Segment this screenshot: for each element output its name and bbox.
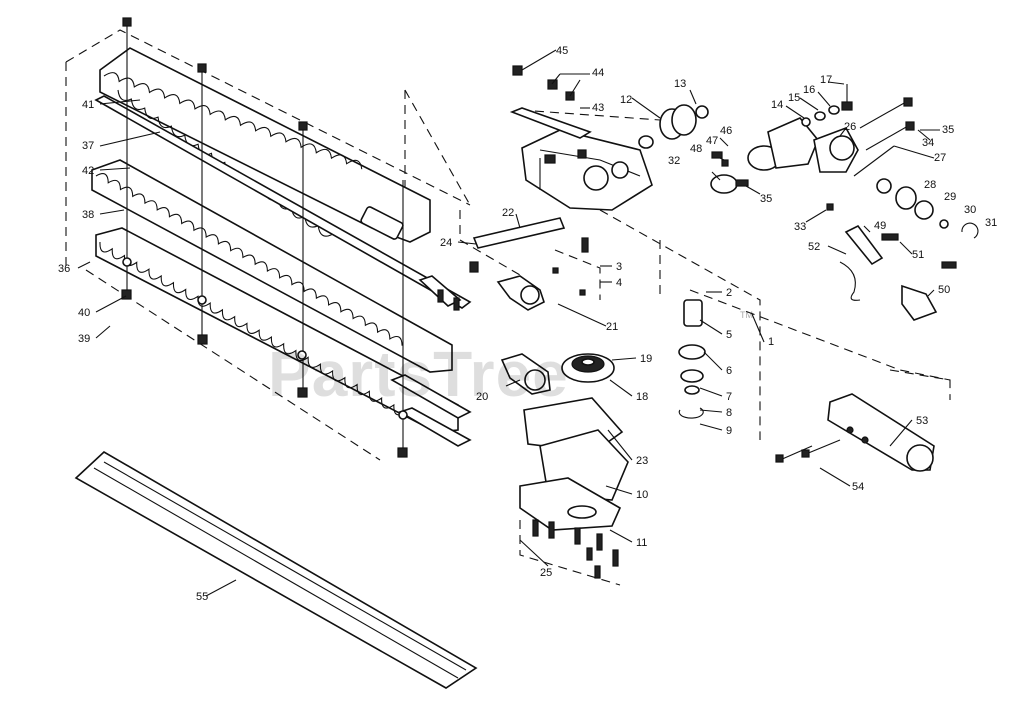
callout-53: 53 [916, 415, 928, 427]
callout-35-mid: 35 [760, 193, 772, 205]
callout-10: 10 [636, 489, 648, 501]
callout-48: 48 [690, 143, 702, 155]
callout-2: 2 [726, 287, 732, 299]
callout-43: 43 [592, 102, 604, 114]
blade-bolts [121, 17, 408, 458]
callout-13: 13 [674, 78, 686, 90]
callout-3: 3 [616, 261, 622, 273]
callout-41: 41 [82, 99, 94, 111]
callout-21: 21 [606, 321, 618, 333]
middle-blade [91, 159, 453, 373]
callout-25: 25 [540, 567, 552, 579]
cover-screws [532, 519, 619, 579]
callout-44: 44 [592, 67, 604, 79]
callout-51: 51 [912, 249, 924, 261]
callout-12: 12 [620, 94, 632, 106]
blade-scabbard [74, 451, 478, 689]
callout-9: 9 [726, 425, 732, 437]
callout-29: 29 [944, 191, 956, 203]
callout-30: 30 [964, 204, 976, 216]
guide-bar [94, 95, 472, 309]
callout-36: 36 [58, 263, 70, 275]
callout-52: 52 [808, 241, 820, 253]
lower-blade [95, 227, 459, 433]
callout-7: 7 [726, 391, 732, 403]
callout-31: 31 [985, 217, 997, 229]
callout-50: 50 [938, 284, 950, 296]
callout-5: 5 [726, 329, 732, 341]
callout-labels: 45 44 43 13 12 17 16 15 14 35 26 34 27 2… [58, 45, 997, 603]
callout-55: 55 [196, 591, 208, 603]
callout-37: 37 [82, 140, 94, 152]
callout-24: 24 [440, 237, 452, 249]
callout-42: 42 [82, 165, 94, 177]
callout-39: 39 [78, 333, 90, 345]
callout-33: 33 [794, 221, 806, 233]
callout-17: 17 [820, 74, 832, 86]
callout-15: 15 [788, 92, 800, 104]
callout-14: 14 [771, 99, 783, 111]
callout-54: 54 [852, 481, 864, 493]
callout-49: 49 [874, 220, 886, 232]
callout-34: 34 [922, 137, 934, 149]
callout-6: 6 [726, 365, 732, 377]
callout-8: 8 [726, 407, 732, 419]
partstree-watermark: PartsTree [268, 338, 569, 410]
drive-tube [827, 393, 935, 471]
drive-tube-assembly [512, 65, 979, 472]
callout-26: 26 [844, 121, 856, 133]
callout-27: 27 [934, 152, 946, 164]
callout-45: 45 [556, 45, 568, 57]
callout-47: 47 [706, 135, 718, 147]
gear-case-assembly [459, 107, 951, 586]
callout-35-top: 35 [942, 124, 954, 136]
callout-16: 16 [803, 84, 815, 96]
callout-19: 19 [640, 353, 652, 365]
callout-20: 20 [476, 391, 488, 403]
leader-lines [77, 49, 940, 597]
upper-blade-teeth [103, 72, 363, 170]
watermark-trademark: TM [740, 310, 753, 320]
callout-18: 18 [636, 391, 648, 403]
callout-32: 32 [668, 155, 680, 167]
callout-28: 28 [924, 179, 936, 191]
callout-1: 1 [768, 336, 774, 348]
blade-assembly [65, 17, 472, 461]
callout-46: 46 [720, 125, 732, 137]
callout-40: 40 [78, 307, 90, 319]
callout-11: 11 [636, 537, 647, 549]
callout-4: 4 [616, 277, 622, 289]
upper-blade [99, 47, 431, 243]
callout-38: 38 [82, 209, 94, 221]
callout-23: 23 [636, 455, 648, 467]
callout-22: 22 [502, 207, 514, 219]
